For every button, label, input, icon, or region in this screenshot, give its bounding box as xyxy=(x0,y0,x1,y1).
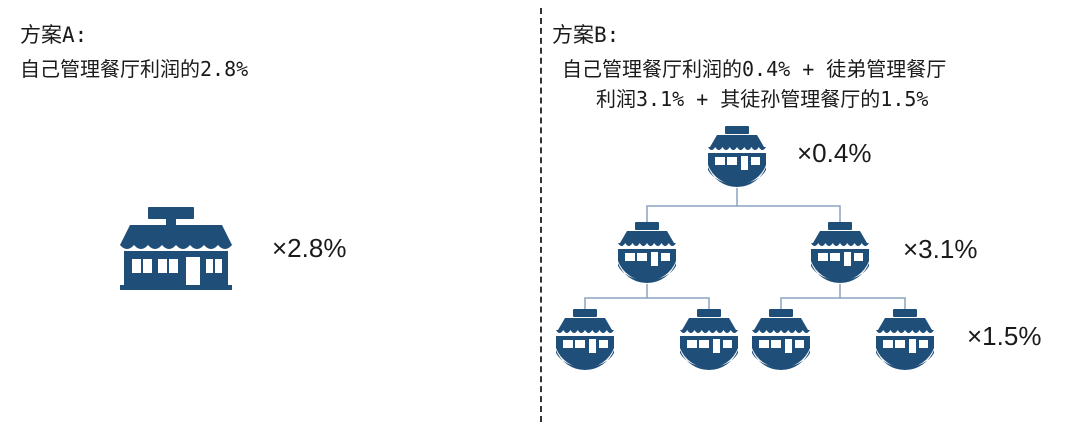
tree-connectors xyxy=(584,184,906,312)
plan-b-level2-multiplier: ×3.1% xyxy=(903,234,978,264)
plan-b-level3-multiplier: ×1.5% xyxy=(967,321,1042,351)
storefront-icon xyxy=(120,207,232,290)
plan-a-description: 自己管理餐厅利润的2.8% xyxy=(20,57,249,81)
panel-divider xyxy=(540,8,542,422)
plan-b-panel: 方案B: 自己管理餐厅利润的0.4% + 徒弟管理餐厅 利润3.1% + 其徒孙… xyxy=(541,0,1080,428)
restaurant-tree xyxy=(554,126,936,371)
level3-restaurant-icon xyxy=(678,309,740,371)
level1-restaurant-icon xyxy=(706,126,768,188)
level3-restaurant-icon xyxy=(874,309,936,371)
plan-b-level1-multiplier: ×0.4% xyxy=(797,138,872,168)
plan-b-description-line2: 利润3.1% + 其徒孙管理餐厅的1.5% xyxy=(596,87,929,111)
level2-restaurant-icon xyxy=(809,222,871,284)
level2-restaurant-icon xyxy=(616,222,678,284)
level3-restaurant-icon xyxy=(750,309,812,371)
plan-a-multiplier: ×2.8% xyxy=(272,233,347,263)
plan-b-description-line1: 自己管理餐厅利润的0.4% + 徒弟管理餐厅 xyxy=(562,57,947,81)
plan-a-icon-layer xyxy=(120,207,232,290)
plan-a-title: 方案A: xyxy=(20,23,88,47)
plan-b-title: 方案B: xyxy=(552,23,620,47)
level3-restaurant-icon xyxy=(554,309,616,371)
plan-a-panel: 方案A: 自己管理餐厅利润的2.8% ×2.8% xyxy=(20,23,347,290)
